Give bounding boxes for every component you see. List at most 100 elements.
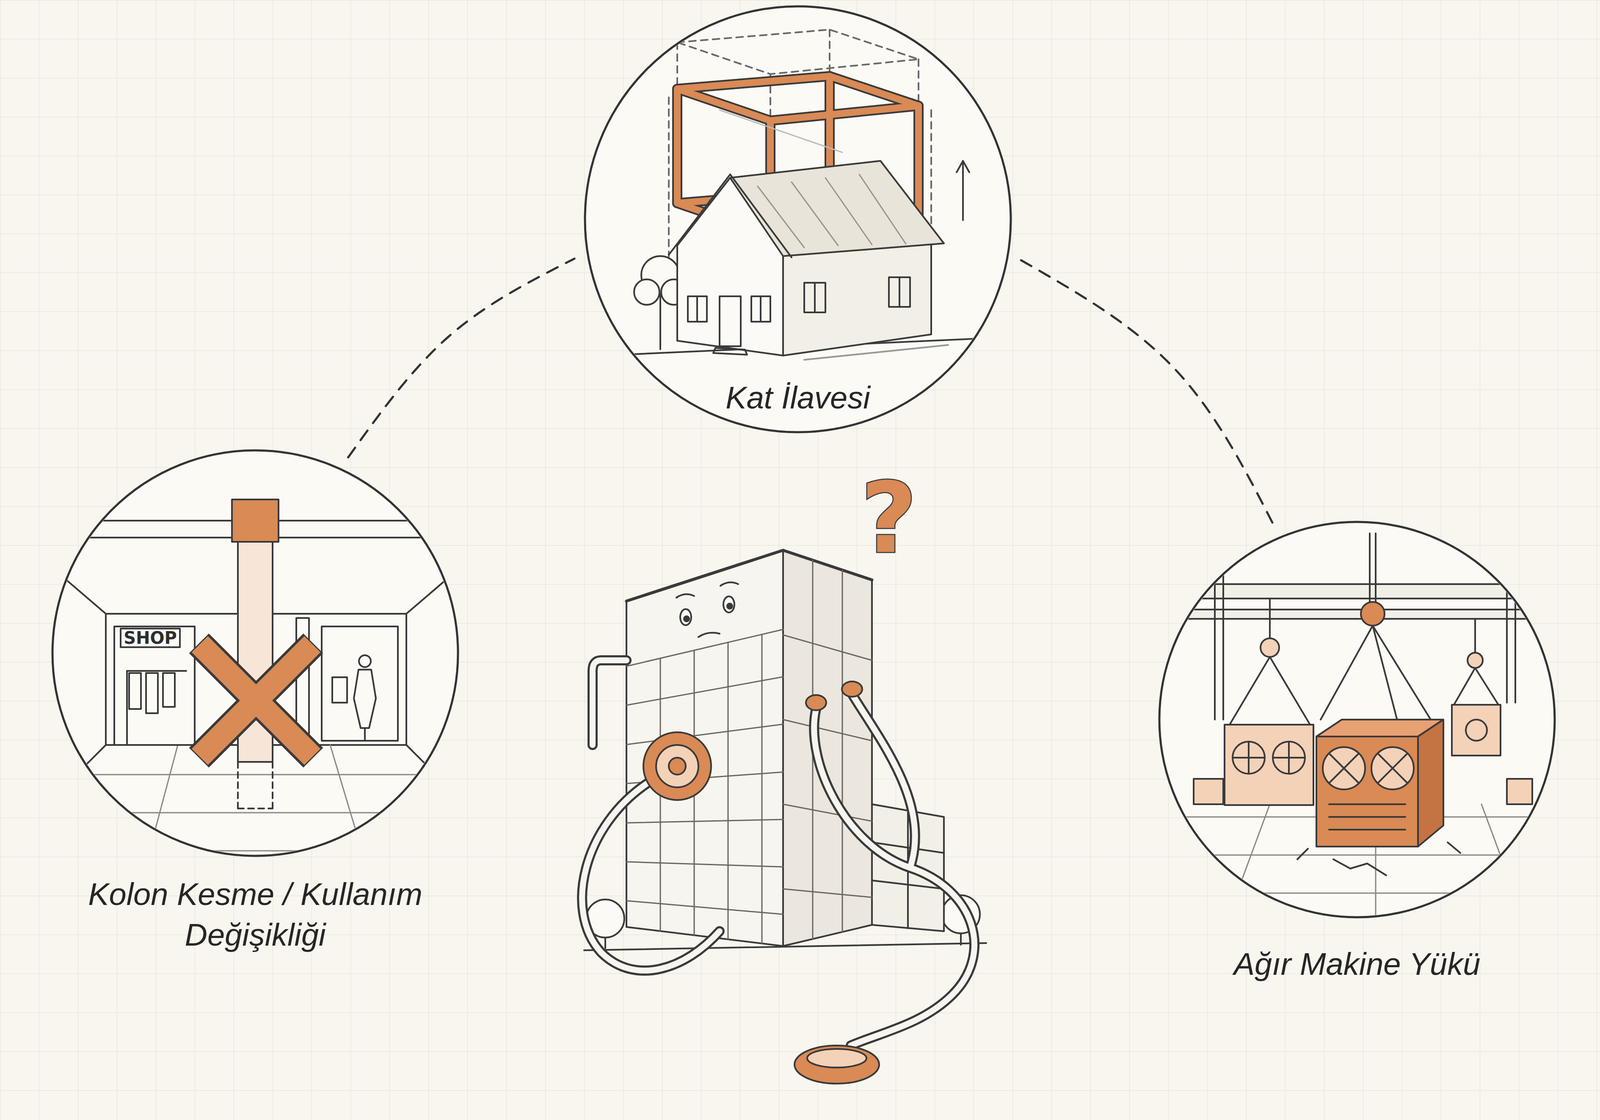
- stethoscope: [794, 1045, 880, 1084]
- pipes: [1168, 584, 1550, 599]
- house: [730, 174, 792, 258]
- new-floor-frame: [672, 88, 683, 204]
- machine-left: [1269, 656, 1311, 725]
- floor-crack: [1447, 842, 1461, 853]
- ground-line: [584, 943, 987, 951]
- stethoscope: [592, 660, 627, 745]
- floor: [1481, 804, 1524, 919]
- circle-caption: Kat İlavesi: [670, 377, 925, 419]
- stethoscope: [841, 681, 863, 697]
- crates: [1193, 778, 1224, 805]
- circle-caption: Kolon Kesme / Kullanım Değişikliği: [56, 874, 455, 956]
- shop-front: [114, 626, 195, 745]
- machine-center: [1360, 601, 1385, 626]
- stethoscope: [582, 783, 720, 971]
- machine-center: [1329, 753, 1359, 784]
- stethoscope: [807, 1048, 867, 1068]
- circle-ground: [52, 449, 459, 857]
- scenario-circle: Ağır Makine Yükü: [1158, 520, 1556, 919]
- cut-column: [231, 499, 279, 809]
- stethoscope: [592, 660, 627, 745]
- floor-crack: [1297, 842, 1461, 876]
- cross-mark: [199, 644, 313, 757]
- question-mark: ?: [860, 469, 917, 568]
- up-arrow: [956, 160, 970, 221]
- shop-front: [162, 673, 175, 707]
- cross-mark: [198, 643, 314, 758]
- machine-center: [1372, 625, 1431, 720]
- house: [751, 296, 771, 322]
- room: [42, 812, 470, 814]
- floor-crack: [1297, 848, 1308, 860]
- pipes: [1506, 541, 1508, 703]
- shop-front: [129, 673, 141, 709]
- floor: [1168, 816, 1550, 818]
- pipes: [1514, 541, 1517, 703]
- tower: [783, 719, 872, 741]
- pipes: [1168, 541, 1550, 720]
- tower: [626, 550, 784, 947]
- label-slot: Kat İlavesi: [670, 377, 925, 419]
- circle-outline: [1158, 520, 1556, 919]
- tower: [626, 724, 784, 745]
- tower: [783, 888, 872, 898]
- ghost-frame: [677, 29, 919, 75]
- cut-column: [231, 499, 279, 542]
- tower: [626, 560, 872, 944]
- machine-right: [1451, 704, 1501, 756]
- new-floor-frame: [677, 76, 919, 121]
- stethoscope: [656, 744, 699, 788]
- tower: [783, 634, 872, 661]
- machine-center: [1371, 747, 1414, 790]
- tower: [761, 634, 763, 944]
- shop-front: [146, 673, 158, 714]
- floor: [1227, 804, 1270, 919]
- label-slot: Ağır Makine Yükü: [1158, 943, 1556, 985]
- face: [680, 609, 692, 626]
- house: [791, 182, 839, 246]
- machine-center: [1368, 533, 1371, 602]
- cut-column: [237, 807, 273, 810]
- room: [46, 562, 106, 614]
- room: [104, 613, 107, 745]
- machine-center: [1316, 736, 1418, 847]
- ghost-frame: [828, 29, 831, 77]
- machine-center: [1377, 753, 1408, 784]
- house: [859, 174, 906, 244]
- machine-center: [1329, 816, 1406, 818]
- label-slot: ?: [860, 469, 917, 568]
- cross-mark: [199, 644, 313, 757]
- dashed-connector: [1020, 260, 1274, 526]
- room: [143, 744, 178, 872]
- tower: [626, 676, 784, 706]
- machine-right: [1467, 652, 1483, 668]
- display-window: [353, 669, 376, 729]
- crates: [1506, 778, 1533, 805]
- cross-mark: [198, 643, 314, 758]
- display-window: [296, 617, 398, 745]
- tower: [626, 550, 872, 602]
- circle-outline: [1159, 521, 1555, 918]
- new-floor-frame: [673, 88, 681, 204]
- machine-right: [1453, 667, 1476, 705]
- display-window: [332, 677, 348, 703]
- machine-center: [1417, 719, 1444, 847]
- machine-center: [1377, 753, 1408, 784]
- floor: [1176, 892, 1541, 894]
- house-illustration: [622, 29, 978, 360]
- shop-front: [126, 670, 128, 745]
- house: [713, 347, 748, 355]
- machine-left: [1224, 598, 1314, 806]
- label-slot: Kolon Kesme / Kullanım Değişikliği: [56, 874, 455, 956]
- ground-line: [584, 943, 987, 951]
- house: [687, 296, 707, 322]
- machine-center: [1322, 747, 1366, 790]
- machine-illustration: [1168, 533, 1550, 919]
- stethoscope: [643, 732, 712, 800]
- new-floor-frame: [677, 76, 919, 121]
- stethoscope: [582, 660, 975, 1046]
- tower: [626, 861, 784, 867]
- tower: [626, 819, 784, 823]
